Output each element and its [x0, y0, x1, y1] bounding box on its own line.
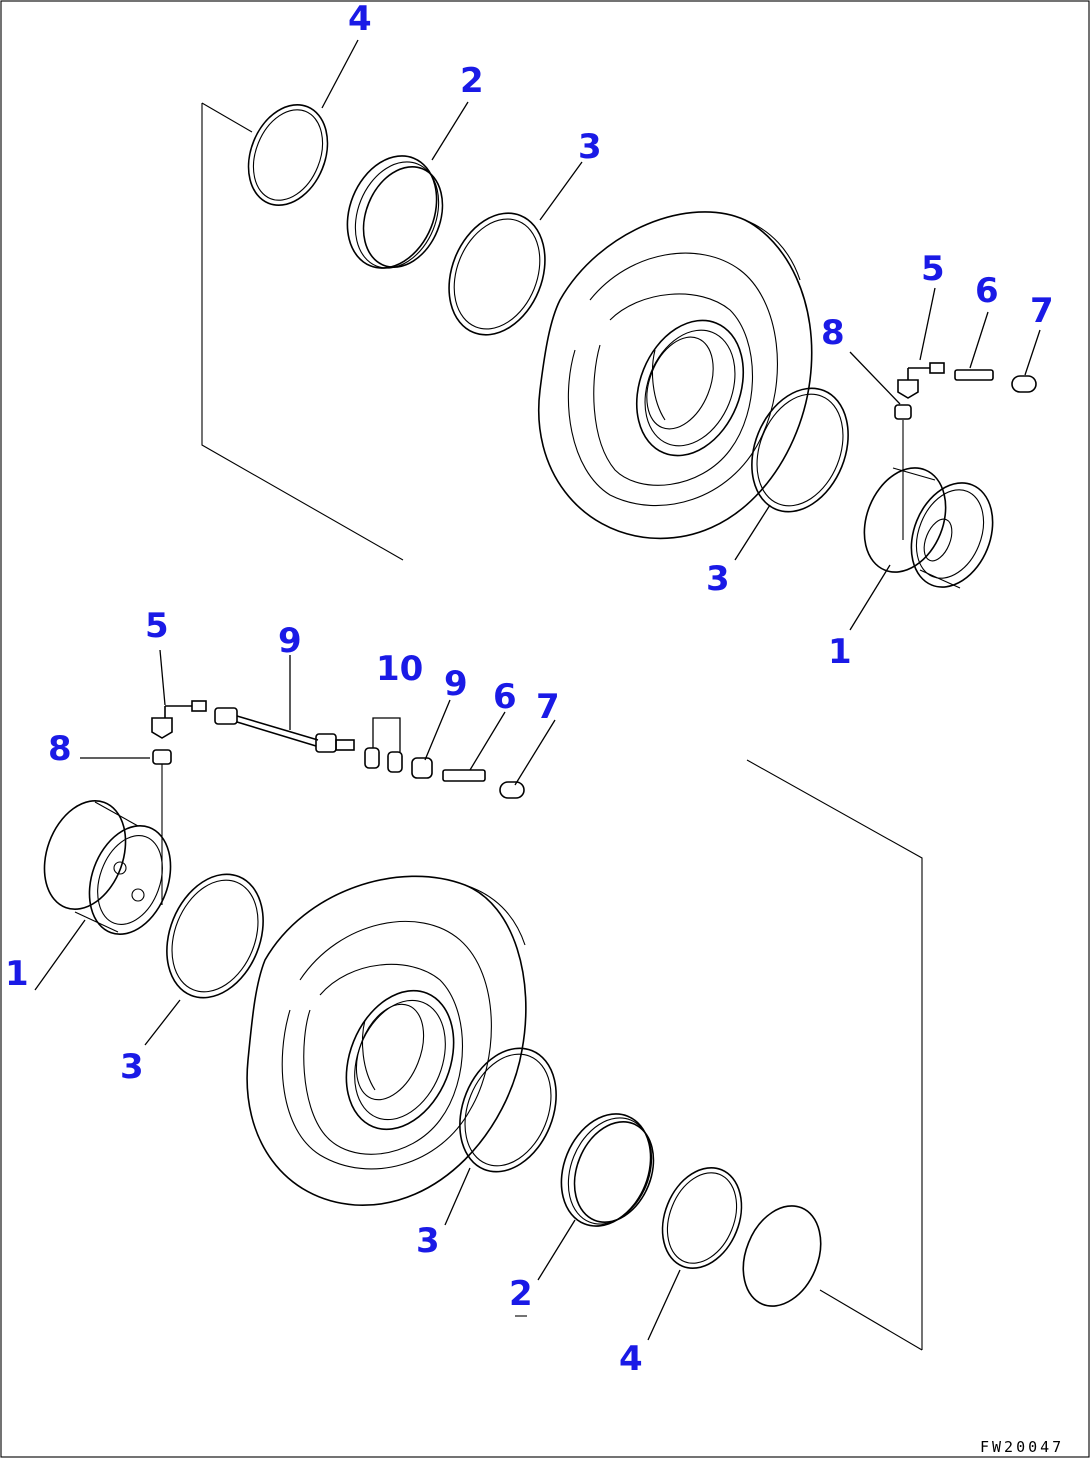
callout-lower-9: 9 — [278, 621, 302, 661]
lower-plane-link — [819, 1289, 923, 1351]
upper-part-6-core — [954, 369, 994, 381]
callout-upper-7: 7 — [1030, 291, 1054, 331]
lower-part-7-cap — [499, 781, 525, 799]
lower-part-9-nut — [411, 757, 433, 779]
lower-part-2-side-ring — [560, 1113, 655, 1227]
lower-leader-lines — [34, 649, 681, 1341]
lower-part-6-core — [442, 769, 486, 782]
lower-reference-plane — [746, 759, 923, 1350]
upper-assembly — [201, 39, 1041, 631]
lower-part-1-rim — [43, 799, 172, 936]
lower-valve-assembly — [151, 700, 525, 905]
callout-lower-8: 8 — [48, 729, 72, 769]
callout-lower-1: 1 — [5, 954, 29, 994]
upper-tire — [538, 211, 813, 540]
upper-part-5-valve — [897, 379, 919, 399]
callout-lower-7: 7 — [536, 687, 560, 727]
upper-part-1-rim — [863, 467, 994, 589]
callout-lower-4: 4 — [619, 1339, 643, 1379]
figure-code: FW20047 — [980, 1438, 1064, 1456]
lower-part-10-washers — [364, 747, 403, 773]
callout-upper-1: 1 — [828, 632, 852, 672]
callout-upper-3: 3 — [578, 127, 602, 167]
callout-upper-4: 4 — [348, 0, 372, 39]
callout-lower-6: 6 — [493, 677, 517, 717]
upper-part-4-ring — [247, 104, 329, 206]
lower-tire — [246, 875, 527, 1206]
lower-part-8-nut — [152, 749, 172, 765]
lower-part-3-flap — [166, 873, 264, 999]
lower-part-5-valve — [151, 717, 173, 739]
upper-valve-assembly — [894, 362, 1037, 540]
callout-lower-3: 3 — [120, 1047, 144, 1087]
callout-upper-6: 6 — [975, 271, 999, 311]
upper-part-2-side-ring — [346, 155, 444, 269]
upper-part-3-front-flap — [751, 387, 849, 513]
callout-upper-3-front: 3 — [706, 559, 730, 599]
callout-lower-2: 2 — [509, 1274, 533, 1314]
upper-part-7-cap — [1011, 375, 1037, 393]
callout-upper-2: 2 — [460, 61, 484, 101]
callout-lower-9-nut: 9 — [444, 664, 468, 704]
lower-outer-ring — [742, 1205, 822, 1307]
lower-assembly — [34, 649, 923, 1351]
upper-part-8-nut — [894, 404, 912, 420]
lower-part-4-ring — [661, 1167, 743, 1269]
callout-numbers: 4 2 3 8 5 6 7 3 1 5 9 10 9 6 7 8 1 3 3 2… — [5, 0, 1054, 1379]
callout-lower-3-front: 3 — [416, 1221, 440, 1261]
callout-upper-8: 8 — [821, 313, 845, 353]
upper-part-3-flap — [448, 212, 546, 336]
callout-lower-5: 5 — [145, 606, 169, 646]
upper-leader-lines — [321, 39, 1041, 631]
lower-part-3-front-flap — [459, 1047, 557, 1173]
callout-lower-10: 10 — [376, 649, 423, 689]
upper-reference-plane — [201, 103, 404, 561]
callout-upper-5: 5 — [921, 249, 945, 289]
upper-plane-link — [201, 102, 253, 133]
lower-part-9-extension — [214, 707, 355, 753]
